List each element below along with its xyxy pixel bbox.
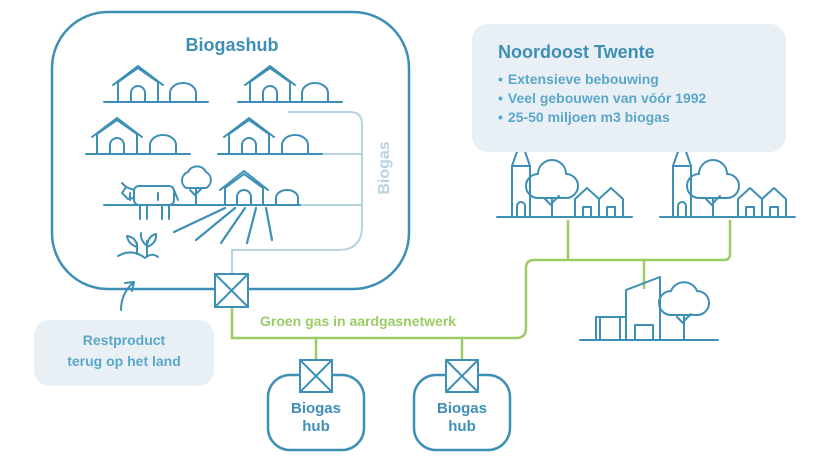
biogas-hub-label-line2: hub: [302, 418, 330, 435]
field-furrows: [172, 206, 274, 245]
region-info-panel: Noordoost Twente Extensieve bebouwing Ve…: [472, 24, 786, 152]
biogas-hub-1: Biogas hub: [266, 359, 366, 452]
residual-arrow: [120, 281, 135, 311]
biogas-hub-label-line2: hub: [448, 418, 476, 435]
farm-icon: [103, 65, 209, 103]
biogas-hub-label-line1: Biogas: [291, 400, 341, 417]
hub-connector-icon: [214, 273, 249, 308]
residual-product-text: Restproduct terug op het land: [34, 330, 214, 372]
green-gas-label: Groen gas in aardgasnetwerk: [260, 313, 456, 329]
farm-icon: [217, 117, 323, 155]
region-bullet-list: Extensieve bebouwing Veel gebouwen van v…: [498, 70, 706, 127]
seedling-icon: [117, 232, 159, 259]
farm-icon: [85, 117, 191, 155]
farm-with-field-icon: [103, 165, 301, 206]
residual-product-panel: Restproduct terug op het land: [34, 320, 214, 386]
biogas-hub-label-line1: Biogas: [437, 400, 487, 417]
farm-icon: [237, 65, 343, 103]
biogashub-title: Biogashub: [186, 35, 279, 55]
biogas-pipe-label: Biogas: [376, 141, 393, 194]
region-bullet: Veel gebouwen van vóór 1992: [498, 89, 706, 108]
modern-building-icon: [579, 276, 719, 341]
biogas-hub-2: Biogas hub: [412, 359, 512, 452]
hub-connector-icon: [445, 359, 479, 393]
region-bullet: 25-50 miljoen m3 biogas: [498, 108, 706, 127]
cow-icon: [121, 182, 179, 220]
residual-line-1: Restproduct: [82, 332, 166, 348]
biogas-collection-pipes: [231, 111, 363, 273]
residual-line-2: terug op het land: [67, 353, 181, 369]
region-title: Noordoost Twente: [498, 42, 655, 62]
hub-connector-icon: [299, 359, 333, 393]
region-bullet: Extensieve bebouwing: [498, 70, 706, 89]
